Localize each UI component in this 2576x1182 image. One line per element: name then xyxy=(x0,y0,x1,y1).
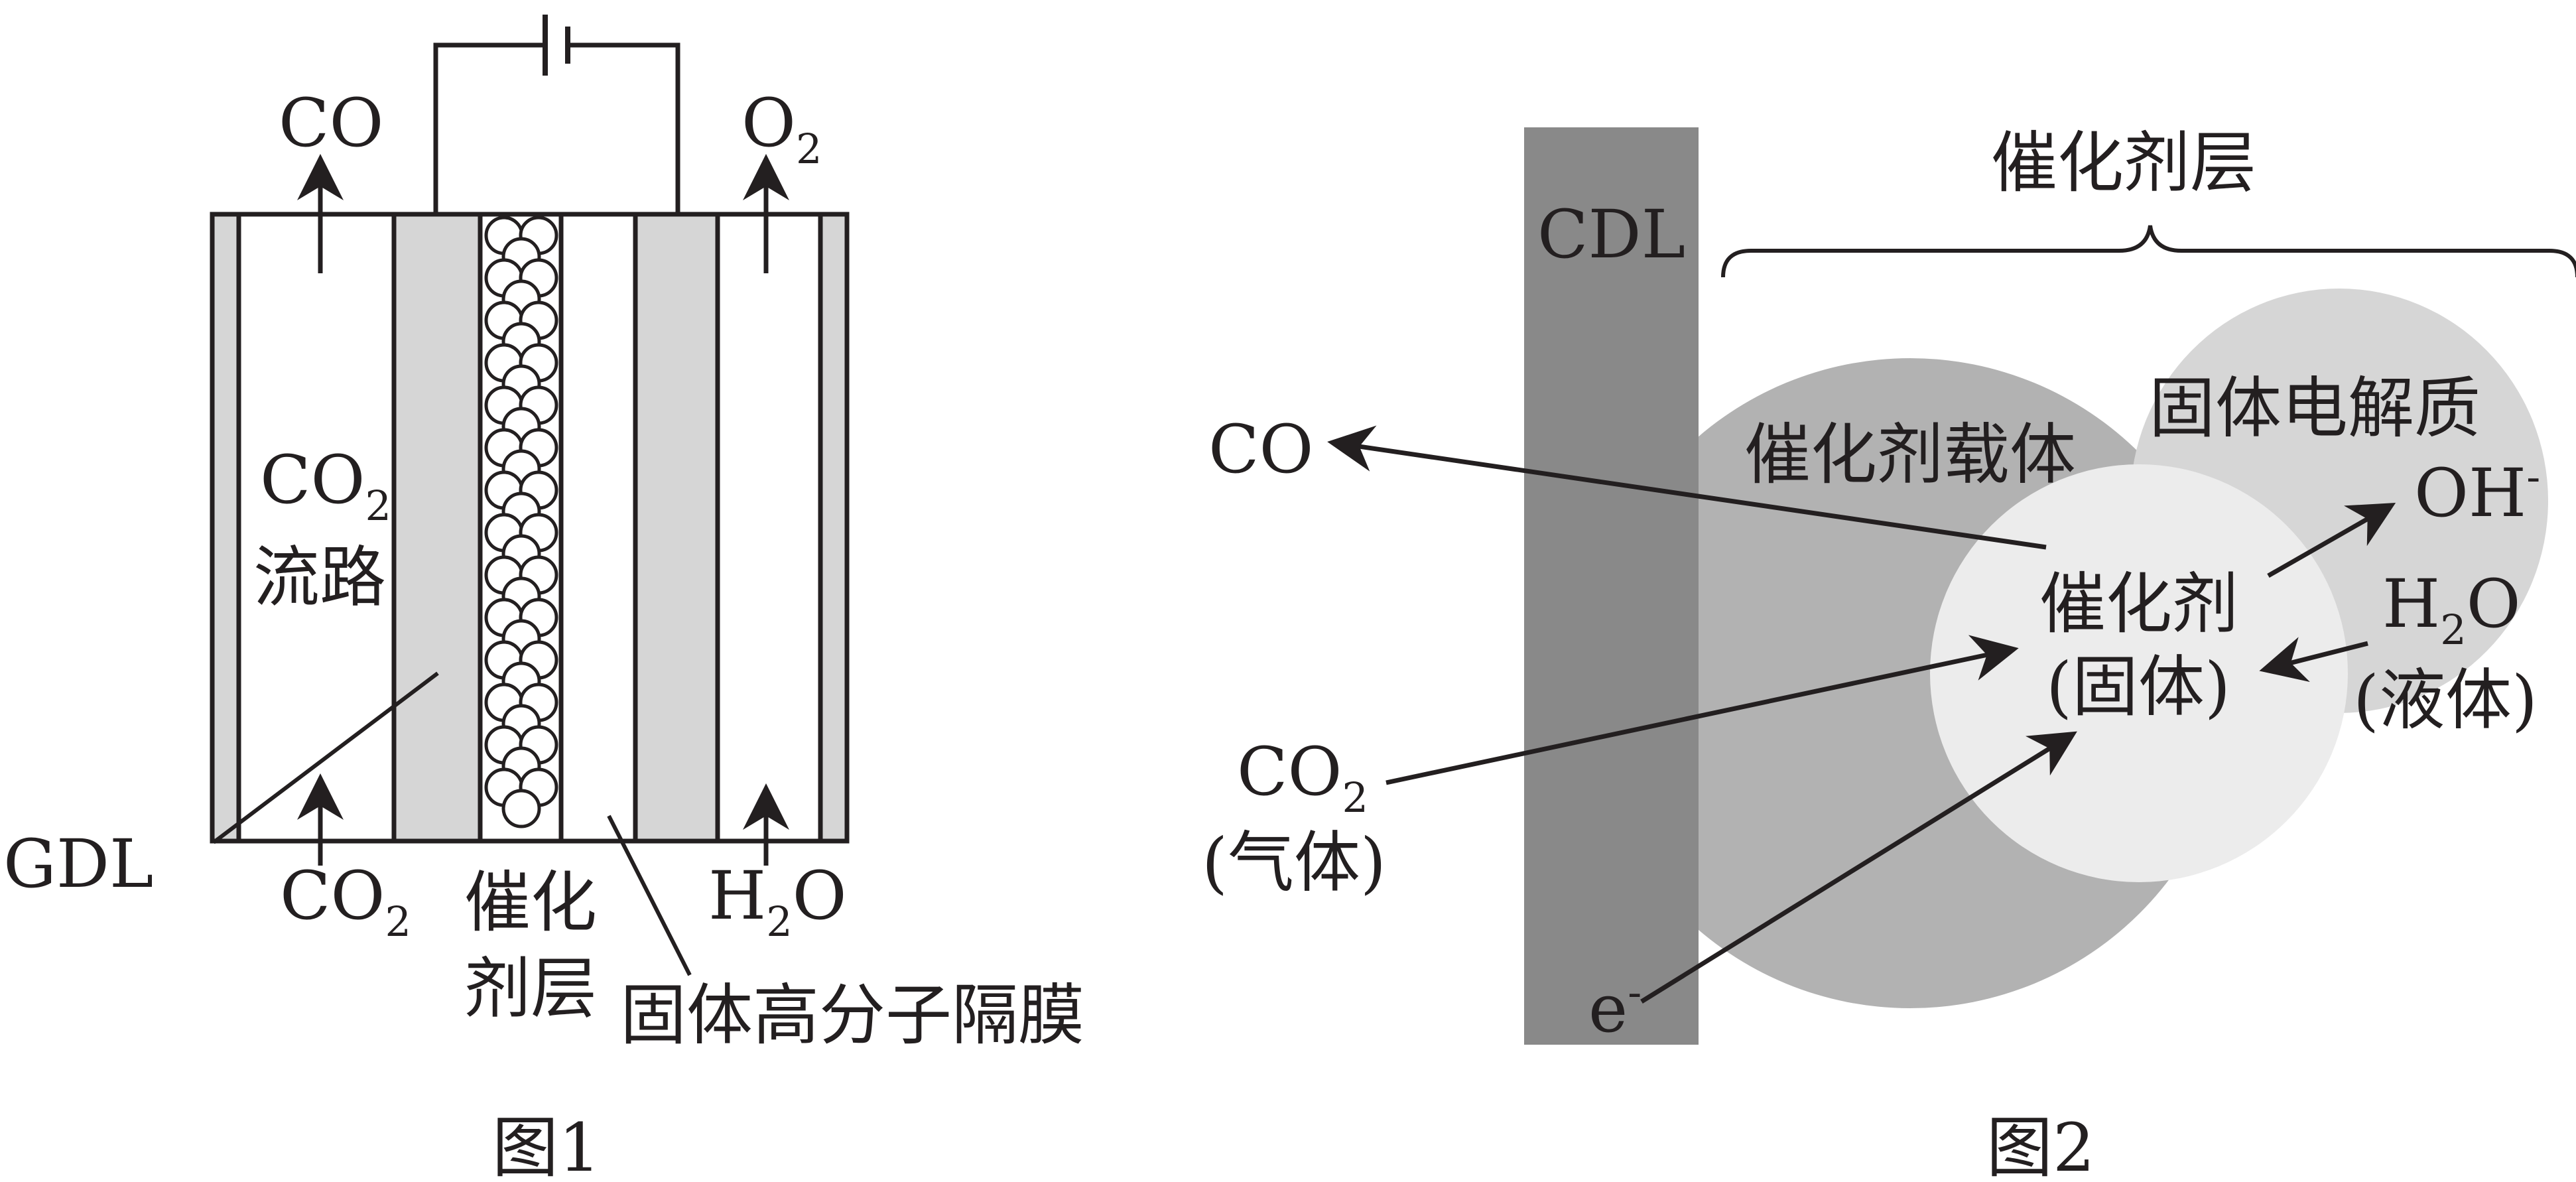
h2o-reactant-label: H2O xyxy=(2382,565,2521,654)
co2-channel-text: 流路 xyxy=(253,539,386,616)
h2o-in-arrow-2 xyxy=(2259,637,2368,683)
gdl-leader xyxy=(212,671,439,844)
catalyst-layer-brace xyxy=(1721,225,2576,278)
oh-out-arrow xyxy=(2267,503,2396,578)
membrane-leader xyxy=(607,815,692,976)
h2o-feed-label: H2O xyxy=(708,857,847,946)
catalyst-particle-circle xyxy=(501,789,541,828)
cathode-gdl xyxy=(391,212,483,844)
co-product-label: CO xyxy=(279,84,384,162)
co2-reactant-label: CO2 xyxy=(1237,733,1368,822)
figure2: 催化剂层 CDL 催化剂载体 固体电解质 CO OH- 催化剂 (固体) H2O… xyxy=(1202,124,2576,1182)
solid-electrolyte-label: 固体电解质 xyxy=(2149,369,2480,447)
left-end-plate xyxy=(210,212,241,844)
figure1-caption: 图1 xyxy=(492,1109,601,1182)
co-out-arrow-2 xyxy=(1327,425,2047,550)
right-end-plate xyxy=(818,212,850,844)
catalyst-particles xyxy=(484,216,558,828)
electron-label: e- xyxy=(1588,968,1642,1047)
cdl-label: CDL xyxy=(1537,196,1685,273)
figure2-caption: 图2 xyxy=(1986,1109,2095,1182)
catalyst-layer-label-line2: 剂层 xyxy=(464,950,597,1027)
oh-product-label: OH- xyxy=(2414,452,2540,532)
gdl-label: GDL xyxy=(3,825,153,903)
membrane-label: 固体高分子隔膜 xyxy=(620,976,1084,1054)
co2-feed-label: CO2 xyxy=(280,857,411,946)
catalyst-layer-label-line1: 催化 xyxy=(464,864,597,941)
figure1: CO O2 CO2 流路 GDL CO2 催化 剂层 H2O 固体高分子隔膜 图… xyxy=(3,15,1084,1182)
catalyst-label-line2: (固体) xyxy=(2046,648,2230,726)
catalyst-particle xyxy=(1930,464,2348,882)
external-circuit-left xyxy=(433,42,545,214)
o2-product-label: O2 xyxy=(741,84,822,173)
external-circuit-right xyxy=(568,42,680,214)
co2-channel-label: CO2 xyxy=(260,441,391,530)
h2o-state-label: (液体) xyxy=(2353,661,2538,739)
catalyst-support-label: 催化剂载体 xyxy=(1744,416,2076,493)
co2-in-arrow-2 xyxy=(1385,635,2019,785)
cdl-layer xyxy=(1524,127,1699,1045)
co2-state-label: (气体) xyxy=(1202,824,1386,901)
catalyst-label-line1: 催化剂 xyxy=(2039,565,2238,643)
catalyst-layer-title: 催化剂层 xyxy=(1991,124,2256,202)
co-product-label-2: CO xyxy=(1208,411,1314,488)
electron-in-arrow xyxy=(1640,731,2077,1004)
anode-gdl xyxy=(633,212,720,844)
